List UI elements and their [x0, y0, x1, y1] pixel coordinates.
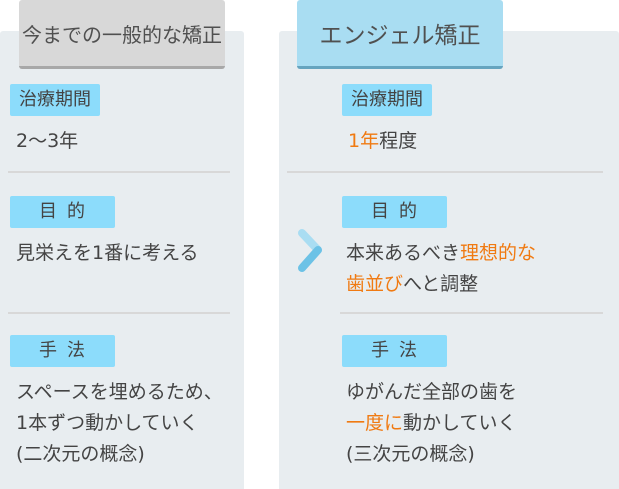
method-value: ゆがんだ全部の歯を 一度に動かしていく (三次元の概念) — [346, 377, 517, 470]
method-line: ゆがんだ全部の歯を — [346, 381, 518, 403]
divider — [8, 171, 230, 173]
right-period-section: 治療期間 1年程度 — [342, 84, 432, 157]
right-method-section: 手法 ゆがんだ全部の歯を 一度に動かしていく (三次元の概念) — [342, 335, 517, 470]
method-label: 手法 — [342, 335, 447, 367]
divider — [340, 312, 603, 314]
period-value: 2〜3年 — [16, 130, 79, 152]
angel-orthodontics-title: エンジェル矯正 — [297, 0, 503, 69]
purpose-value: 見栄えを1番に考える — [16, 242, 199, 264]
left-period-section: 治療期間 2〜3年 — [10, 84, 100, 157]
method-line: 1本ずつ動かしていく — [16, 412, 199, 434]
left-purpose-section: 目的 見栄えを1番に考える — [10, 196, 199, 269]
method-value: スペースを埋めるため、 1本ずつ動かしていく (二次元の概念) — [16, 377, 223, 470]
period-label: 治療期間 — [10, 84, 100, 116]
method-label: 手法 — [10, 335, 115, 367]
highlight-text: 理想的な — [460, 242, 537, 264]
highlight-text: 1年 — [348, 130, 380, 152]
text: へと調整 — [403, 273, 479, 295]
purpose-value: 本来あるべき理想的な 歯並びへと調整 — [346, 238, 536, 300]
method-line: (二次元の概念) — [16, 443, 145, 465]
angel-orthodontics-panel — [279, 31, 619, 489]
period-label: 治療期間 — [342, 84, 432, 116]
method-line: スペースを埋めるため、 — [16, 381, 223, 403]
text: 本来あるべき — [346, 242, 461, 264]
current-orthodontics-title: 今までの一般的な矯正 — [19, 0, 225, 69]
period-value: 1年程度 — [348, 126, 432, 157]
left-method-section: 手法 スペースを埋めるため、 1本ずつ動かしていく (二次元の概念) — [10, 335, 223, 470]
highlight-text: 一度に — [346, 412, 404, 434]
purpose-label: 目的 — [10, 196, 115, 228]
highlight-text: 歯並び — [346, 273, 404, 295]
text: 程度 — [379, 130, 418, 152]
divider — [287, 171, 603, 173]
chevron-right-icon — [298, 229, 322, 272]
text: 動かしていく — [403, 412, 517, 434]
method-line: (三次元の概念) — [346, 443, 475, 465]
right-purpose-section: 目的 本来あるべき理想的な 歯並びへと調整 — [342, 196, 536, 300]
divider — [8, 312, 230, 314]
purpose-label: 目的 — [342, 196, 447, 228]
